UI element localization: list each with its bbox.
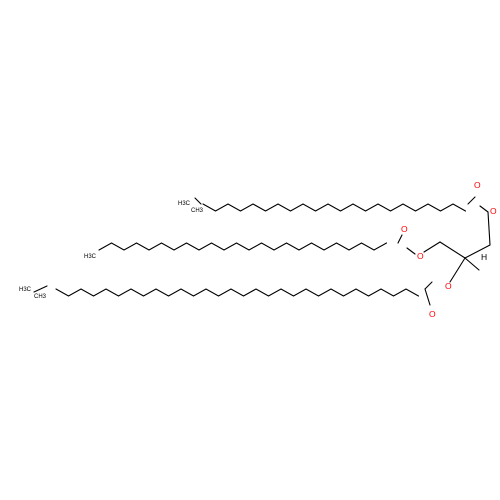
bond-glycerol-upper — [487, 211, 491, 246]
bond-ester-3-link — [449, 257, 466, 283]
bond-glycerol-cen — [439, 241, 466, 259]
oxygen-label-ester-3: O — [445, 281, 452, 291]
bond-carbonyl-3 — [424, 288, 431, 306]
methyl-label-chain-3: H3C — [19, 287, 32, 293]
bond-branch-1 — [194, 197, 202, 205]
bond-carbonyl-1 — [467, 196, 476, 205]
bond-carbonyl-2 — [397, 234, 403, 244]
oxygen-label-ester-2: O — [417, 251, 424, 261]
methyl-label-chain-1b: CH3 — [191, 208, 204, 214]
methyl-label-chain-2: H3C — [84, 254, 97, 260]
oxygen-label-carbonyl-1: O — [474, 180, 481, 190]
bond-chain-3 — [55, 288, 420, 297]
bond-chain-1 — [202, 203, 467, 212]
methyl-label-chain-3b: CH3 — [34, 294, 47, 300]
methyl-label-chain-1: H3C — [178, 201, 191, 207]
bond-ester-1 — [479, 205, 489, 213]
bond-chain-2 — [98, 242, 388, 251]
bond-ester-3 — [424, 281, 433, 290]
oxygen-label-carbonyl-3: O — [429, 309, 436, 319]
bond-glycerol-right — [464, 244, 491, 259]
bond-lines — [33, 196, 491, 306]
bond-ethyl — [33, 285, 48, 293]
hydrogen-label-stereo: H — [481, 252, 487, 262]
bond-glycerol-mid — [423, 241, 441, 253]
bond-stereo-h — [464, 257, 480, 271]
oxygen-label-carbonyl-2: O — [401, 224, 408, 234]
oxygen-label-ester-1: O — [490, 206, 497, 216]
bond-ester-2 — [406, 247, 416, 255]
